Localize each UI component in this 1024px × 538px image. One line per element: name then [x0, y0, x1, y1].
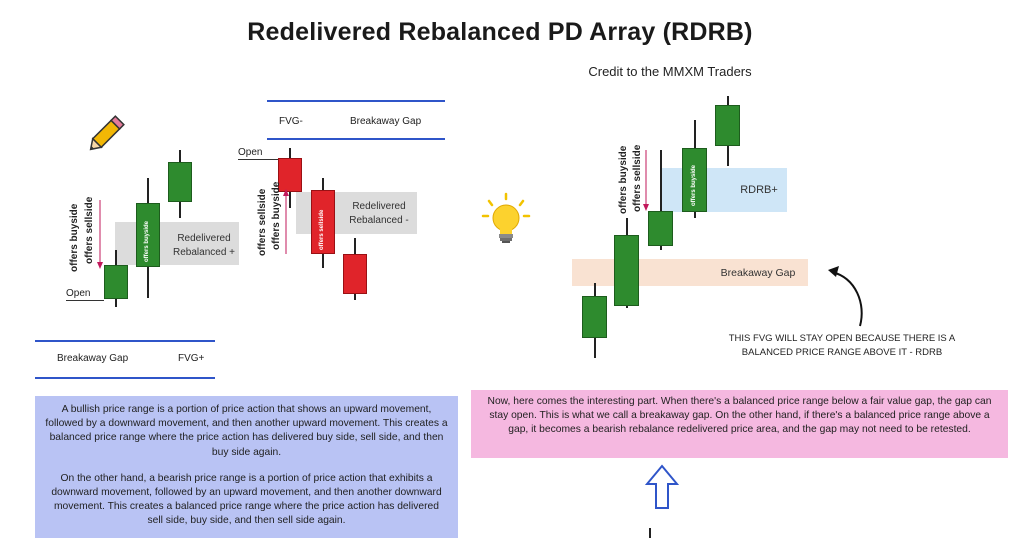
candle-text: offers buyside	[144, 220, 150, 262]
offers-buyside-label: offers buyside	[271, 181, 282, 250]
divider-rule	[267, 100, 445, 102]
bull-candle	[715, 105, 740, 146]
bull-candle	[648, 211, 673, 246]
credit-text: Credit to the MMXM Traders	[588, 64, 752, 79]
bull-candle	[582, 296, 607, 338]
bull-candle	[136, 203, 160, 267]
zone-label-bullish: Redelivered Rebalanced +	[173, 233, 235, 258]
open-line	[238, 159, 278, 160]
bull-candle	[168, 162, 192, 202]
open-label: Open	[66, 288, 91, 299]
down-arrow-icon	[643, 150, 649, 211]
up-arrow-icon	[645, 464, 679, 509]
fvg-minus-label: FVG-	[279, 116, 303, 127]
breakaway-gap-zone	[572, 259, 808, 286]
zone-label-bearish: Redelivered Rebalanced -	[349, 201, 409, 226]
divider-rule	[35, 340, 215, 342]
fvg-note: THIS FVG WILL STAY OPEN BECAUSE THERE IS…	[728, 333, 956, 358]
candle-wick	[660, 150, 662, 250]
bear-candle	[278, 158, 302, 192]
offers-buyside-label: offers buyside	[618, 145, 629, 214]
breakaway-gap-label: Breakaway Gap	[720, 267, 796, 279]
bull-candle	[614, 235, 639, 306]
explanation-panel-blue: A bullish price range is a portion of pr…	[35, 396, 458, 538]
breakaway-gap-label: Breakaway Gap	[350, 116, 422, 127]
rdrb-label: RDRB+	[740, 184, 778, 196]
offers-buyside-label: offers buyside	[69, 203, 80, 272]
down-arrow-icon	[97, 200, 103, 269]
blue-paragraph-2: On the other hand, a bearish price range…	[51, 472, 442, 527]
bear-candle	[311, 190, 335, 254]
blue-paragraph-1: A bullish price range is a portion of pr…	[45, 404, 448, 458]
explanation-panel-pink: Now, here comes the interesting part. Wh…	[471, 390, 1008, 458]
open-label: Open	[238, 147, 263, 158]
open-line	[66, 300, 104, 301]
curved-arrow-icon	[828, 266, 863, 327]
bear-candle	[343, 254, 367, 294]
pink-paragraph: Now, here comes the interesting part. Wh…	[487, 396, 992, 436]
candle-text: offers buyside	[691, 164, 697, 206]
bull-candle	[104, 265, 128, 299]
bull-candle	[682, 148, 707, 212]
cutoff-line	[649, 528, 651, 538]
rebalanced-zone-bullish	[115, 222, 239, 265]
divider-rule	[35, 377, 215, 379]
fvg-plus-label: FVG+	[178, 353, 205, 364]
breakaway-gap-label: Breakaway Gap	[57, 353, 129, 364]
pencil-icon	[89, 115, 125, 151]
page-title: Redelivered Rebalanced PD Array (RDRB)	[247, 18, 753, 46]
candle-text: offers sellside	[319, 209, 325, 250]
divider-rule	[267, 138, 445, 140]
offers-sellside-label: offers sellside	[257, 188, 268, 256]
lightbulb-icon	[481, 192, 531, 243]
up-arrow-small-icon	[283, 189, 289, 254]
offers-sellside-label: offers sellside	[84, 196, 95, 264]
